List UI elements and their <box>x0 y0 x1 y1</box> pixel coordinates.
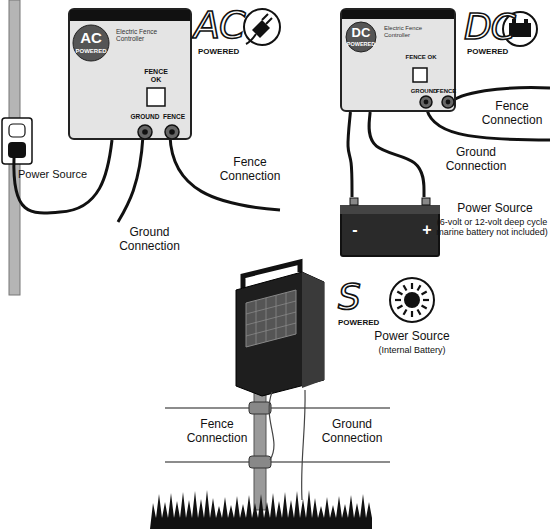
plug-icon <box>246 14 272 44</box>
fence-lead <box>269 392 274 460</box>
wall-outlet <box>2 118 32 164</box>
indicator-light <box>147 88 165 106</box>
sun-ray <box>418 285 421 290</box>
sun-ray <box>411 311 413 317</box>
power-lead <box>369 112 424 197</box>
power-type-logo: DC <box>464 6 514 47</box>
callout-label: Fence Connection <box>182 418 252 446</box>
terminal <box>446 100 451 105</box>
battery-terminal <box>350 198 358 205</box>
sun-ray <box>411 283 413 289</box>
battery: -+ <box>340 205 440 257</box>
solar-panel <box>246 290 296 347</box>
battery-terminal <box>422 198 430 205</box>
sun-rays <box>395 283 429 317</box>
indicator-light <box>413 68 427 82</box>
terminal <box>165 125 179 139</box>
ac-controller: ACPOWERED Electric Fence ControllerFENCE … <box>68 8 192 140</box>
sun-ray <box>423 299 429 301</box>
terminal <box>138 125 152 139</box>
product-name: Electric Fence Controller <box>384 25 438 38</box>
terminal-label: FENCE <box>158 113 190 120</box>
logo-text: DC <box>346 26 376 40</box>
callout-label: Power Source <box>448 202 542 216</box>
callout-label: Power Source <box>18 168 98 181</box>
callout-note: (6-volt or 12-volt deep cycle marine bat… <box>436 217 548 238</box>
callout-label: Fence Connection <box>476 100 548 128</box>
grass <box>150 490 372 529</box>
insulator <box>249 402 271 414</box>
indicator-label: FENCE OK <box>138 68 174 83</box>
callout-label: Ground Connection <box>436 146 516 174</box>
solar-cells <box>246 293 296 345</box>
receptacle <box>9 124 25 137</box>
callout-label: Ground Connection <box>314 418 390 446</box>
sun-icon <box>404 292 420 308</box>
terminal <box>420 96 432 108</box>
plug-icon <box>244 9 280 45</box>
callout-label: Power Source <box>366 330 458 344</box>
callout-note: (Internal Battery) <box>366 345 458 355</box>
power-type-caption: POWERED <box>467 47 517 56</box>
logo-subtext: POWERED <box>346 41 376 47</box>
sun-ray <box>404 310 407 315</box>
ground-wire <box>118 136 143 222</box>
top-band <box>70 10 190 21</box>
callout-label: Fence Connection <box>210 156 290 184</box>
cell-line <box>246 312 296 325</box>
solar-controller-side <box>302 272 324 388</box>
power-type-caption: POWERED <box>338 318 388 327</box>
logo-subtext: POWERED <box>74 48 108 55</box>
sun-ray <box>397 306 402 309</box>
sun-ray <box>418 310 421 315</box>
sun-ray <box>422 292 427 295</box>
power-type-logo: AC <box>194 4 244 48</box>
terminal-label: FENCE <box>436 88 456 95</box>
indicator-label: FENCE OK <box>404 54 438 61</box>
sun-ray <box>395 299 401 301</box>
insulator <box>249 456 271 468</box>
terminal-label: GROUND <box>124 113 166 120</box>
power-type-caption: POWERED <box>198 47 248 56</box>
dc-controller: DCPOWERED Electric Fence ControllerFENCE … <box>340 8 456 112</box>
terminal <box>442 96 454 108</box>
terminal <box>169 129 175 135</box>
battery-lid <box>340 205 440 214</box>
ground-lead <box>302 390 306 500</box>
logo-text: AC <box>74 30 108 47</box>
grass <box>150 490 372 529</box>
sun-ray <box>404 285 407 290</box>
battery-icon <box>524 19 528 23</box>
power-type-logo: S <box>338 276 378 317</box>
product-name: Electric Fence Controller <box>116 28 174 42</box>
top-band <box>342 10 454 19</box>
cell-line <box>246 323 296 336</box>
solar-controller <box>236 272 324 396</box>
fence-line <box>165 461 390 463</box>
power-lead <box>348 112 352 197</box>
logo-badge <box>73 25 109 61</box>
fence-line <box>165 407 390 409</box>
callout-label: Ground Connection <box>112 226 187 254</box>
terminal-sign: - <box>348 221 362 239</box>
sun-ray <box>422 306 427 309</box>
cell-line <box>246 301 296 314</box>
sun-ray <box>397 292 402 295</box>
power-cord <box>14 140 112 213</box>
terminal <box>424 100 429 105</box>
sun-icon <box>390 278 434 322</box>
terminal-sign: + <box>420 221 434 239</box>
logo-badge <box>346 22 376 52</box>
terminal <box>142 129 148 135</box>
plug <box>8 142 26 158</box>
